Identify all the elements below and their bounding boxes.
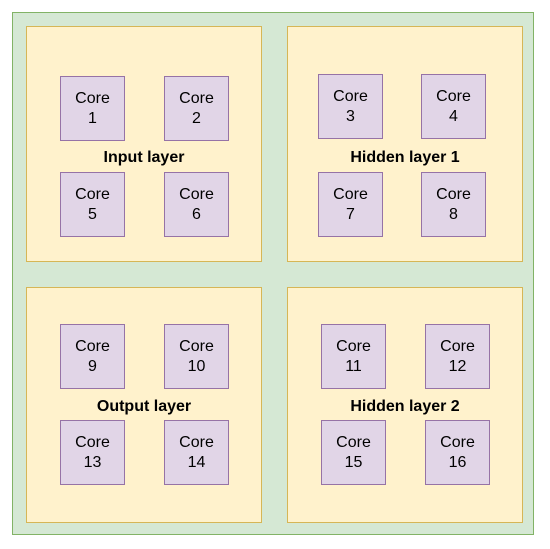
layer-hidden-2: Core 11 Core 12 Hidden layer 2 Core 15 C… xyxy=(287,287,523,523)
core-3: Core 3 xyxy=(318,74,383,139)
core-2: Core 2 xyxy=(164,76,229,141)
core-12: Core 12 xyxy=(425,324,490,389)
layer-input: Core 1 Core 2 Input layer Core 5 Core 6 xyxy=(26,26,262,262)
core-16: Core 16 xyxy=(425,420,490,485)
layer-hidden-1: Core 3 Core 4 Hidden layer 1 Core 7 Core… xyxy=(287,26,523,262)
core-11: Core 11 xyxy=(321,324,386,389)
core-8: Core 8 xyxy=(421,172,486,237)
core-7: Core 7 xyxy=(318,172,383,237)
core-13: Core 13 xyxy=(60,420,125,485)
core-6: Core 6 xyxy=(164,172,229,237)
layer-label-output: Output layer xyxy=(96,398,192,415)
core-9: Core 9 xyxy=(60,324,125,389)
core-15: Core 15 xyxy=(321,420,386,485)
core-4: Core 4 xyxy=(421,74,486,139)
core-5: Core 5 xyxy=(60,172,125,237)
core-14: Core 14 xyxy=(164,420,229,485)
layer-label-hidden-2: Hidden layer 2 xyxy=(350,398,460,415)
layer-label-hidden-1: Hidden layer 1 xyxy=(350,149,460,166)
layer-output: Core 9 Core 10 Output layer Core 13 Core… xyxy=(26,287,262,523)
core-10: Core 10 xyxy=(164,324,229,389)
layer-label-input: Input layer xyxy=(103,149,185,166)
chip-container: Core 1 Core 2 Input layer Core 5 Core 6 … xyxy=(12,12,534,535)
core-1: Core 1 xyxy=(60,76,125,141)
